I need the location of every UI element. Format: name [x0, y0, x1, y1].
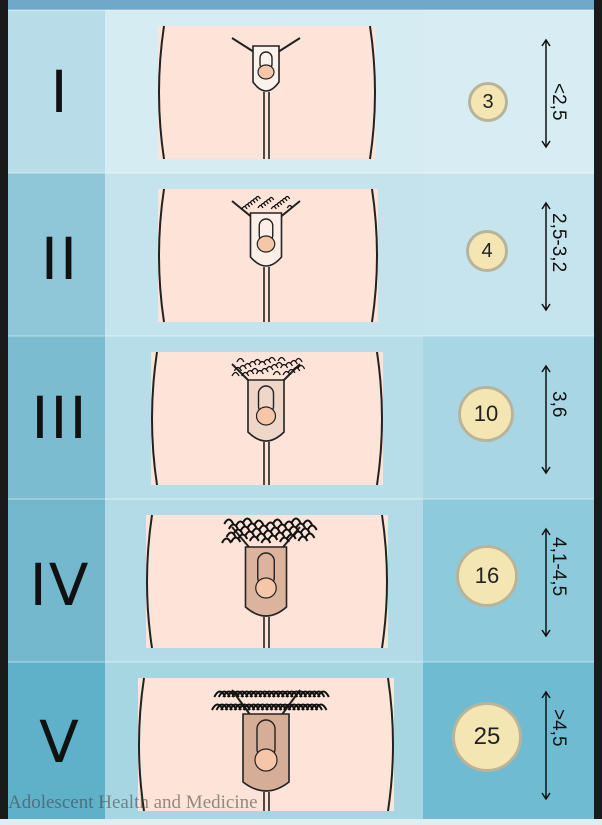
volume-bubble: 16 [456, 545, 518, 607]
length-label: 4,1-4,5 [547, 537, 569, 596]
volume-bubble: 10 [458, 386, 514, 442]
volume-bubble: 3 [468, 82, 508, 122]
volume-bubble: 4 [466, 230, 508, 272]
stage-row-4: IV 16 4,1-4,5 [0, 499, 602, 662]
length-label: >4,5 [547, 709, 569, 747]
length-label: <2,5 [547, 83, 569, 121]
stage-row-1: I 3 <2,5 [0, 10, 602, 173]
top-band [8, 0, 594, 10]
stage-row-3: III 10 3,6 [0, 336, 602, 499]
stage-label: II [10, 225, 110, 293]
volume-bubble: 25 [452, 702, 522, 772]
length-label: 2,5-3,2 [547, 213, 569, 272]
stage-label: IV [10, 551, 110, 619]
stage-label: III [10, 384, 110, 452]
stage-row-5: V 25 >4,5 [0, 662, 602, 825]
stage-label: I [10, 58, 110, 126]
length-label: 3,6 [547, 391, 569, 417]
stage-label: V [10, 708, 110, 776]
stage-row-2: II 4 2,5-3,2 [0, 173, 602, 336]
